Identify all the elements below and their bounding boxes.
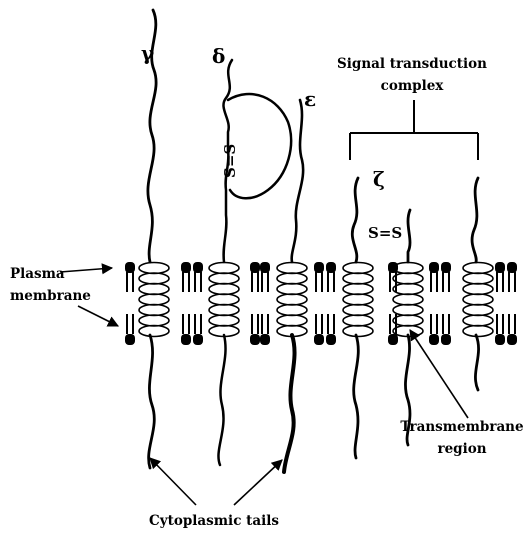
lipid-molecule <box>314 262 324 292</box>
lipid-molecule <box>441 314 451 345</box>
delta-disulfide-label: S=S <box>221 144 239 178</box>
signal-transduction-label-2: complex <box>381 78 445 94</box>
alpha-helix <box>139 263 169 337</box>
cytoplasmic-arrow-left <box>150 458 196 505</box>
epsilon-chain <box>284 100 303 472</box>
lipid-molecule <box>429 262 439 292</box>
gamma-label: γ <box>141 41 155 65</box>
alpha-helix <box>343 263 373 337</box>
lipid-molecule <box>441 262 451 292</box>
plasma-membrane-arrow-top <box>60 268 112 272</box>
lipid-molecule <box>250 314 260 345</box>
lipid-molecule <box>260 314 270 345</box>
zeta-chain-2 <box>405 210 410 445</box>
zeta-chain-1 <box>352 178 358 458</box>
plasma-membrane-label-1: Plasma <box>10 266 65 282</box>
lipid-molecule <box>314 314 324 345</box>
lipid-molecule <box>181 314 191 345</box>
plasma-membrane-label-2: membrane <box>10 288 91 304</box>
zeta-label: ζ <box>373 167 385 191</box>
alpha-helix <box>393 263 423 337</box>
transmembrane-label-1: Transmembrane <box>400 419 523 435</box>
lipid-molecule <box>507 262 517 292</box>
lipid-molecule <box>495 262 505 292</box>
lipid-molecule <box>260 262 270 292</box>
lipid-molecule <box>250 262 260 292</box>
cytoplasmic-tails-label: Cytoplasmic tails <box>149 513 279 529</box>
lipid-molecule <box>507 314 517 345</box>
plasma-membrane-bilayer <box>125 262 517 345</box>
transmembrane-arrow <box>410 330 468 418</box>
lipid-molecule <box>193 314 203 345</box>
lipid-molecule <box>495 314 505 345</box>
lipid-molecule <box>125 314 135 345</box>
alpha-helix <box>209 263 239 337</box>
cytoplasmic-arrow-right <box>234 460 282 505</box>
gamma-chain <box>148 10 156 468</box>
plasma-membrane-arrow-bottom <box>78 306 118 326</box>
lipid-molecule <box>125 262 135 292</box>
alpha-helix <box>277 263 307 337</box>
signal-complex-bracket <box>350 100 478 160</box>
zeta-disulfide-label: S=S <box>368 224 402 242</box>
lipid-molecule <box>429 314 439 345</box>
delta-label: δ <box>212 44 225 68</box>
lipid-molecule <box>181 262 191 292</box>
epsilon-label: ε <box>304 87 316 111</box>
signal-transduction-label-1: Signal transduction <box>337 56 487 72</box>
lipid-molecule <box>326 314 336 345</box>
transmembrane-label-2: region <box>437 441 486 457</box>
lipid-molecule <box>326 262 336 292</box>
alpha-helix <box>463 263 493 337</box>
lipid-molecule <box>193 262 203 292</box>
